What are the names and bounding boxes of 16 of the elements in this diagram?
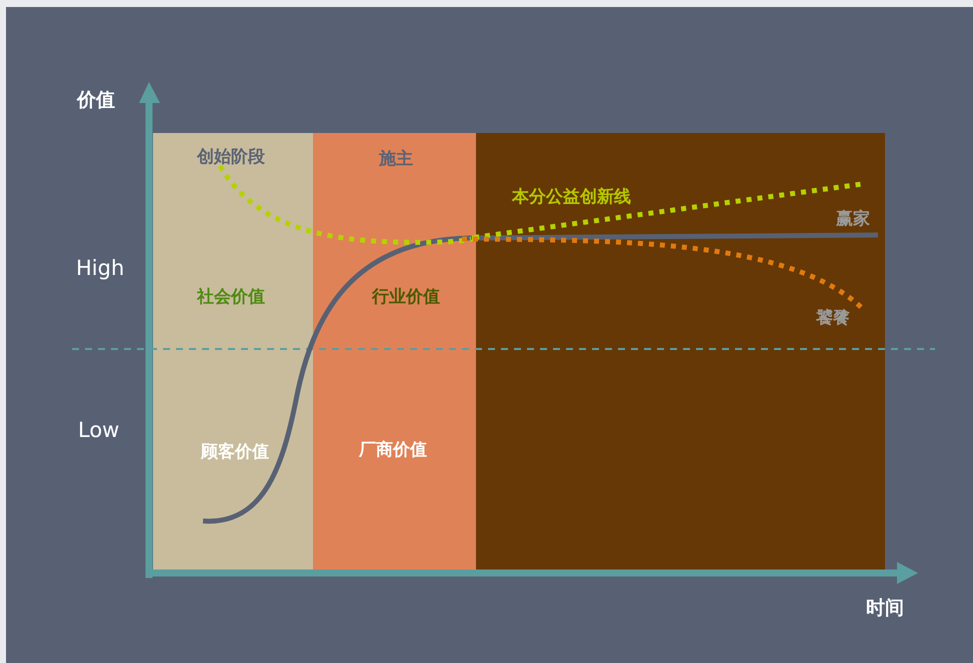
curve-label: 饕餮 <box>816 307 850 329</box>
value-label: 厂商价值 <box>359 439 427 461</box>
axis-title: 时间 <box>866 596 904 621</box>
stage-band <box>313 133 476 570</box>
stage-band <box>476 133 885 570</box>
value-label: 社会价值 <box>197 286 265 308</box>
value-label: 行业价值 <box>372 286 440 308</box>
axis-title: 价值 <box>77 88 115 113</box>
stage-title: 创始阶段 <box>197 146 265 168</box>
curve-label: 赢家 <box>836 208 870 230</box>
value-label: 顾客价值 <box>201 441 269 463</box>
curve-label: 本分公益创新线 <box>512 186 631 208</box>
stage-title: 施主 <box>379 148 413 170</box>
axis-tick-label: High <box>76 256 124 280</box>
axis-tick-label: Low <box>78 418 120 442</box>
stage-band <box>153 133 313 570</box>
